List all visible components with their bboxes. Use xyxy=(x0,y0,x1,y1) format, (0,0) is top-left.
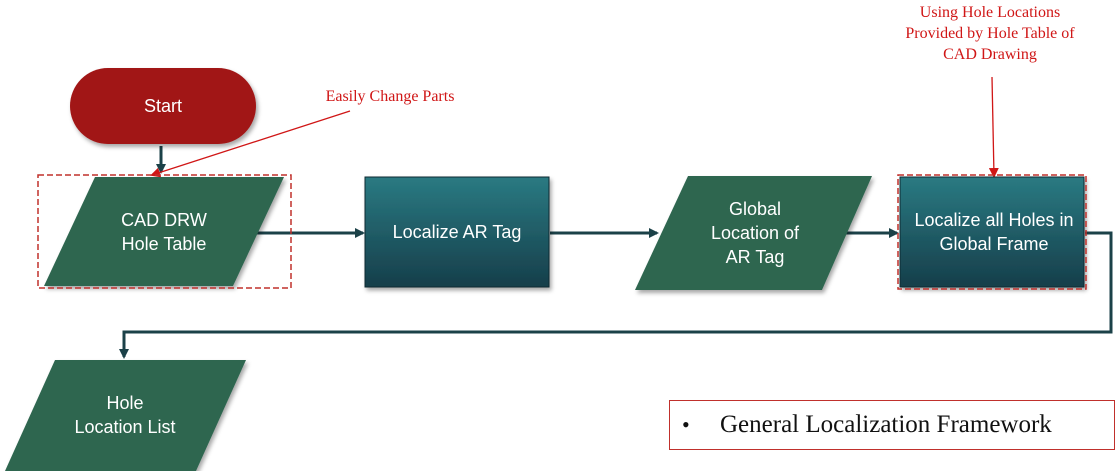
hole-list-label: Hole Location List xyxy=(74,393,176,437)
cad-drw-label: CAD DRW Hole Table xyxy=(121,209,207,254)
global-location-label: Global Location of AR Tag xyxy=(710,199,800,267)
cad-drw-highlight-frame xyxy=(37,174,292,289)
start-terminator xyxy=(70,68,256,144)
annotation-using-hole-locations: Using Hole Locations Provided by Hole Ta… xyxy=(905,4,1075,63)
annotation-arrow-easily-change xyxy=(150,110,351,178)
edge-localize-holes-to-hole-list xyxy=(119,231,1113,359)
legend-bullet: • xyxy=(682,412,690,437)
localize-ar-label: Localize AR Tag xyxy=(392,222,522,242)
global-location-data-shape xyxy=(635,176,872,290)
localize-holes-highlight-frame xyxy=(897,174,1087,290)
localize-holes-process xyxy=(899,176,1085,288)
cad-drw-data-shape xyxy=(44,177,284,286)
legend-text: General Localization Framework xyxy=(720,411,1052,438)
localize-ar-process xyxy=(364,176,550,288)
start-label: Start xyxy=(143,96,182,116)
legend-box: • General Localization Framework xyxy=(669,400,1115,450)
annotation-easily-change-parts: Easily Change Parts xyxy=(325,88,455,105)
annotation-arrow-using-hole xyxy=(988,76,999,178)
hole-list-data-shape xyxy=(5,360,246,471)
localize-holes-label: Localize all Holes in Global Frame xyxy=(914,210,1074,254)
